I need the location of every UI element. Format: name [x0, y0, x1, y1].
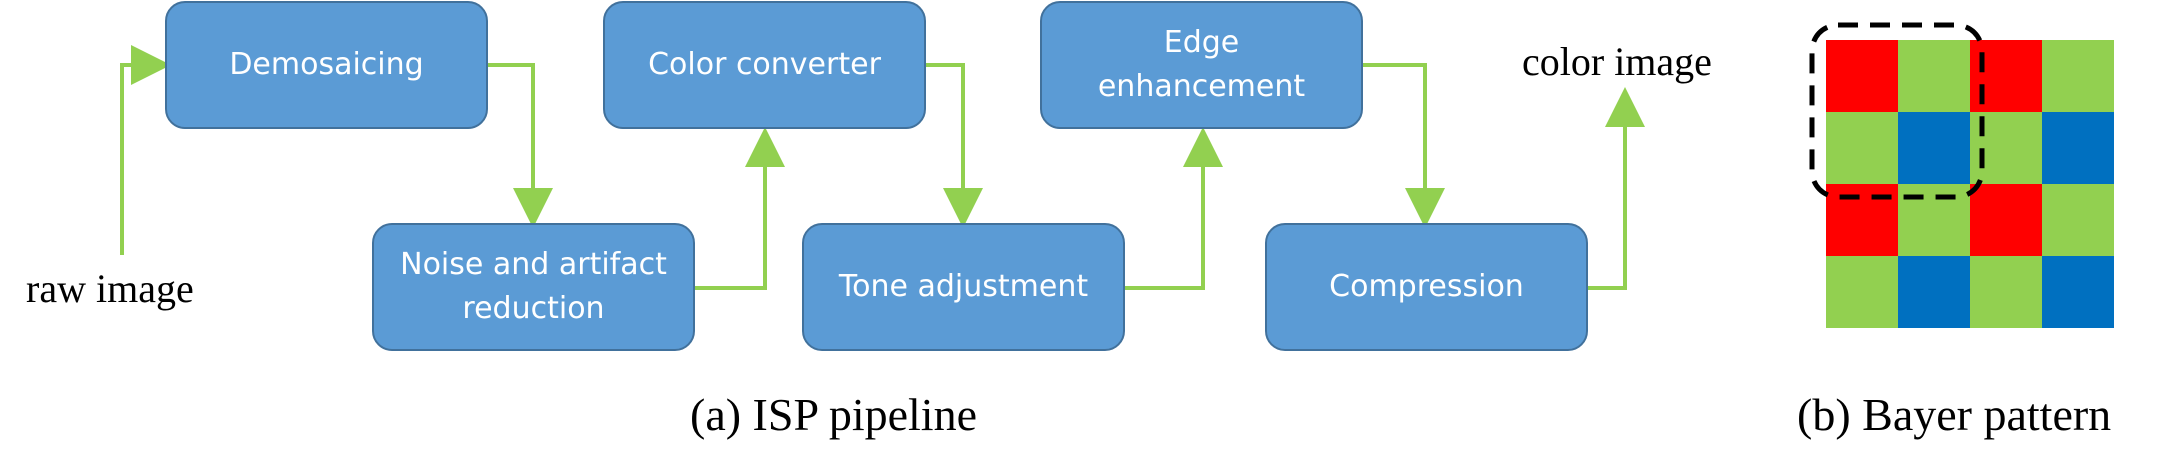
input-label: raw image: [26, 266, 194, 311]
bayer-grid: [1826, 40, 2114, 328]
arrow-edge-to-compression: [1363, 63, 1445, 228]
bayer-cell-b: [1898, 256, 1970, 328]
output-label: color image: [1522, 39, 1712, 84]
bayer-cell-g: [1826, 112, 1898, 184]
bayer-cell-b: [1898, 112, 1970, 184]
bayer-cell-g: [1970, 256, 2042, 328]
pipeline-caption: (a) ISP pipeline: [690, 389, 978, 440]
bayer-cell-b: [2042, 256, 2114, 328]
step-tone-adjustment: Tone adjustment: [802, 223, 1125, 351]
bayer-cell-r: [1970, 184, 2042, 256]
arrow-compression-to-output: [1588, 87, 1645, 290]
step-color-converter: Color converter: [603, 1, 926, 129]
bayer-cell-r: [1826, 40, 1898, 112]
arrow-tone-to-edge: [1125, 127, 1223, 290]
arrow-demosaicing-to-noise: [488, 63, 553, 228]
arrow-input-to-demosaicing: [120, 45, 171, 255]
bayer-cell-b: [2042, 112, 2114, 184]
step-edge-enhancement: Edge enhancement: [1040, 1, 1363, 129]
bayer-caption: (b) Bayer pattern: [1797, 389, 2112, 440]
bayer-cell-g: [1898, 40, 1970, 112]
bayer-cell-g: [1826, 256, 1898, 328]
bayer-cell-g: [2042, 40, 2114, 112]
step-compression: Compression: [1265, 223, 1588, 351]
arrow-color-converter-to-tone: [926, 63, 983, 228]
step-noise-artifact-reduction: Noise and artifact reduction: [372, 223, 695, 351]
arrow-noise-to-color-converter: [695, 127, 785, 290]
step-demosaicing: Demosaicing: [165, 1, 488, 129]
bayer-cell-g: [2042, 184, 2114, 256]
